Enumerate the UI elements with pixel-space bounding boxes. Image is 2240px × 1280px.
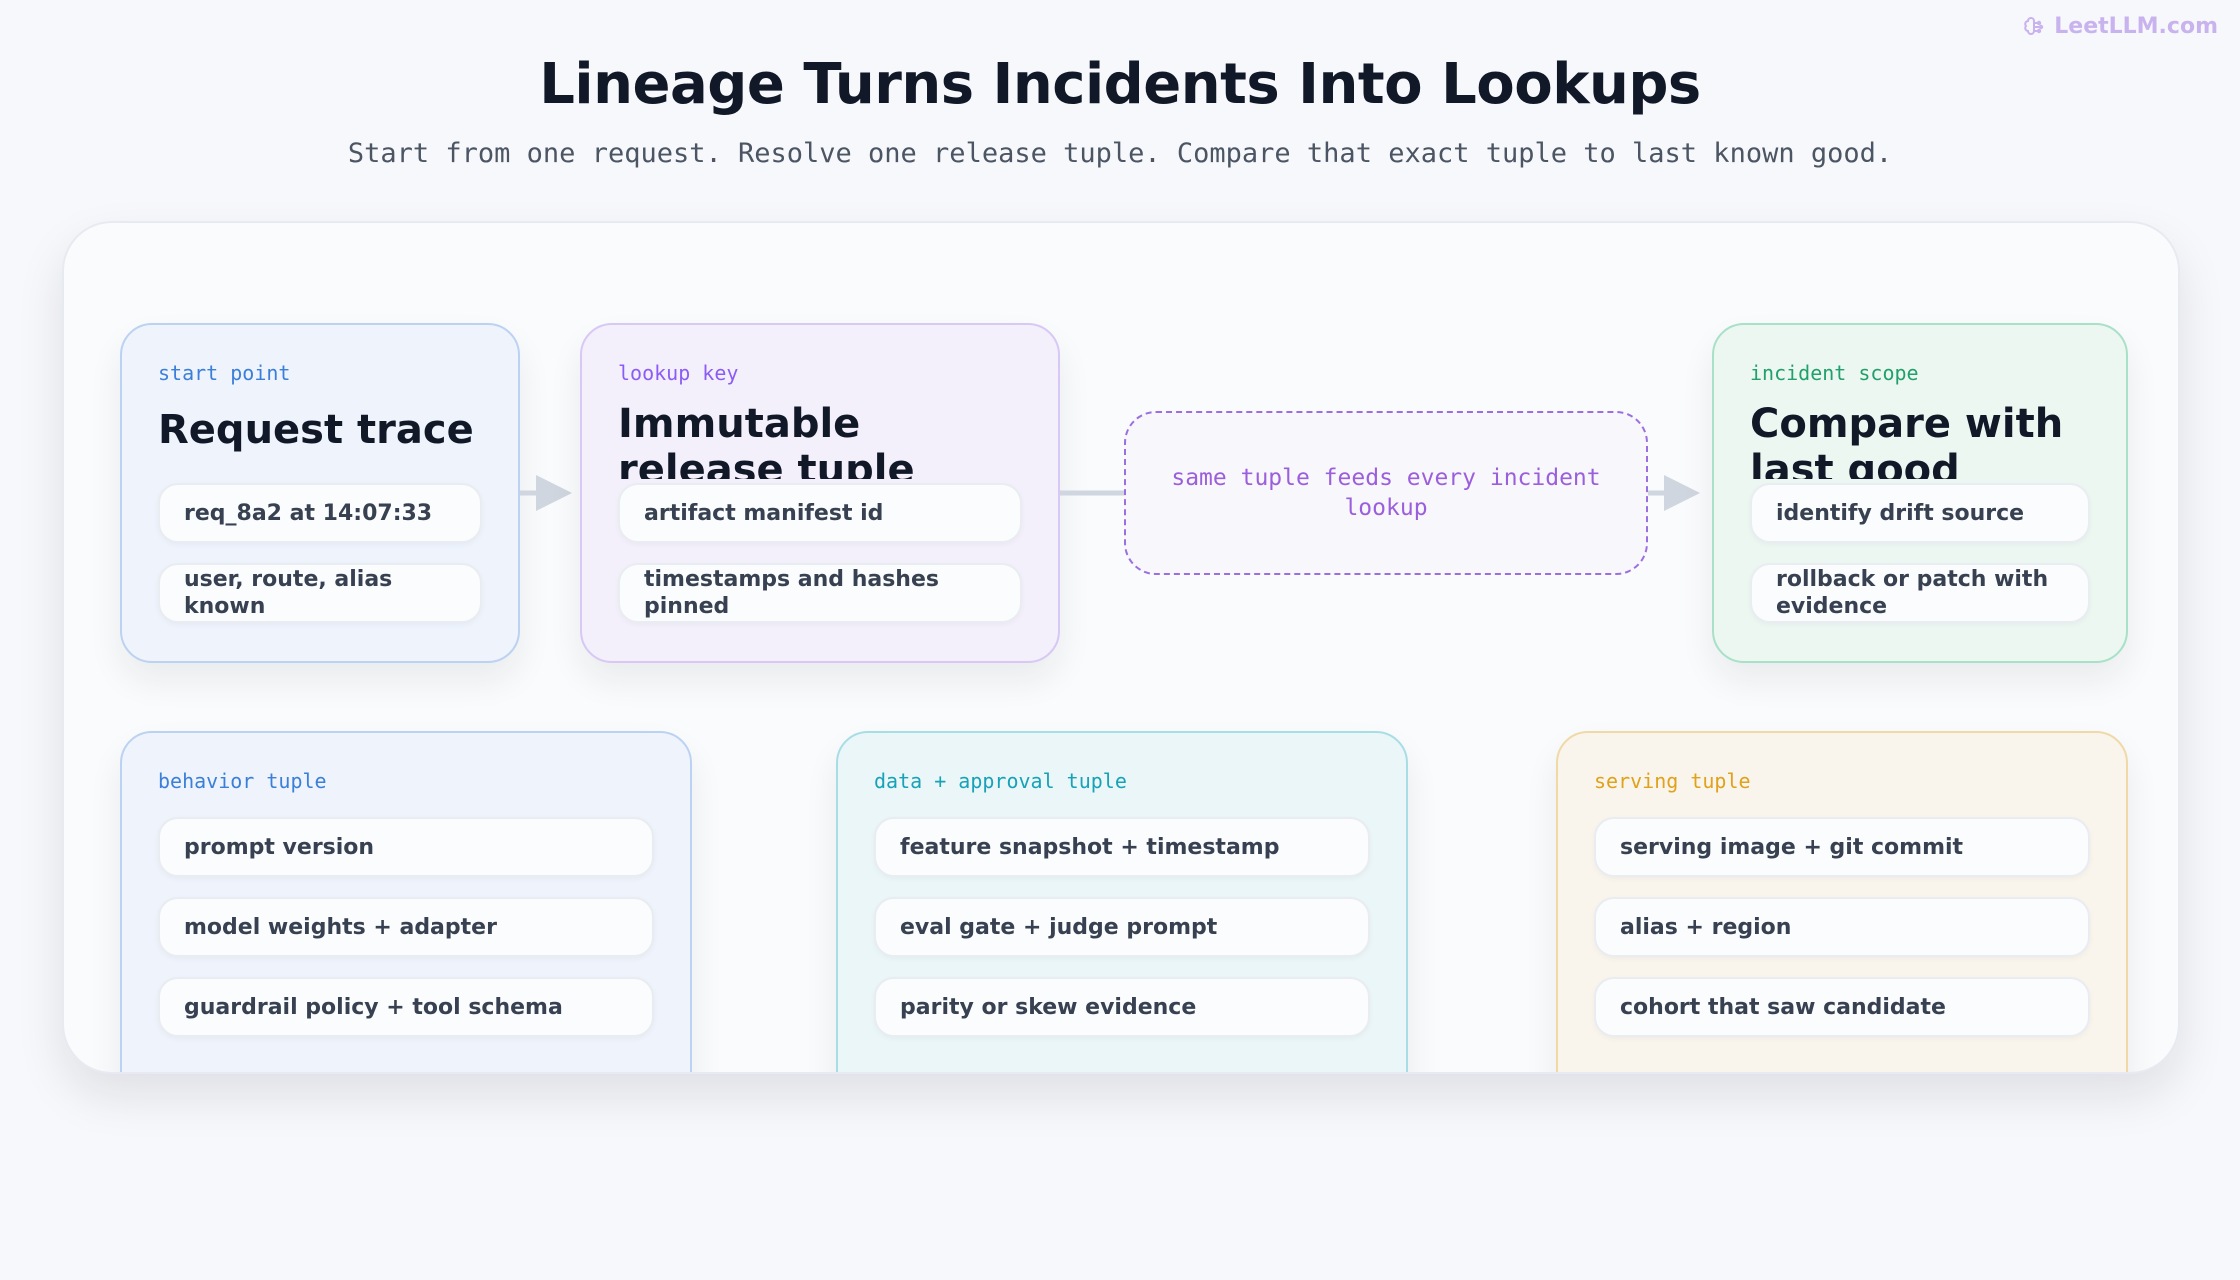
brain-icon <box>2024 16 2044 35</box>
card-title: Request trace <box>158 407 474 453</box>
list-item: guardrail policy + tool schema <box>158 977 654 1037</box>
list-item: identify drift source <box>1750 483 2090 543</box>
page-title: Lineage Turns Incidents Into Lookups <box>539 52 1701 117</box>
brand-name: LeetLLM.com <box>2054 14 2218 39</box>
card-title: Compare with last good <box>1750 401 2064 479</box>
list-item: user, route, alias known <box>158 563 482 623</box>
list-item: serving image + git commit <box>1594 817 2090 877</box>
release-tuple-card: lookup key Immutable release tuple artif… <box>580 323 1060 663</box>
card-title: Immutable release tuple <box>618 401 915 479</box>
list-item: timestamps and hashes pinned <box>618 563 1022 623</box>
card-tag: behavior tuple <box>158 769 327 793</box>
data-approval-tuple-card: data + approval tuple feature snapshot +… <box>836 731 1408 1072</box>
arrow-right-icon <box>520 475 572 511</box>
connector-line <box>1060 490 1124 496</box>
diagram-panel: start point Request trace req_8a2 at 14:… <box>62 221 2180 1074</box>
card-tag: data + approval tuple <box>874 769 1127 793</box>
list-item: feature snapshot + timestamp <box>874 817 1370 877</box>
list-item: prompt version <box>158 817 654 877</box>
list-item: artifact manifest id <box>618 483 1022 543</box>
brand-logo: LeetLLM.com <box>2022 14 2218 39</box>
list-item: model weights + adapter <box>158 897 654 957</box>
list-item: eval gate + judge prompt <box>874 897 1370 957</box>
behavior-tuple-card: behavior tuple prompt version model weig… <box>120 731 692 1072</box>
list-item: parity or skew evidence <box>874 977 1370 1037</box>
incident-scope-card: incident scope Compare with last good id… <box>1712 323 2128 663</box>
page-subtitle: Start from one request. Resolve one rele… <box>347 138 1893 169</box>
tuple-callout: same tuple feeds every incident lookup <box>1124 411 1648 575</box>
list-item: req_8a2 at 14:07:33 <box>158 483 482 543</box>
list-item: alias + region <box>1594 897 2090 957</box>
request-trace-card: start point Request trace req_8a2 at 14:… <box>120 323 520 663</box>
list-item: cohort that saw candidate <box>1594 977 2090 1037</box>
card-tag: incident scope <box>1750 361 1919 385</box>
card-tag: lookup key <box>618 361 739 385</box>
arrow-right-icon <box>1648 475 1700 511</box>
card-tag: serving tuple <box>1594 769 1751 793</box>
serving-tuple-card: serving tuple serving image + git commit… <box>1556 731 2128 1072</box>
list-item: rollback or patch with evidence <box>1750 563 2090 623</box>
card-tag: start point <box>158 361 291 385</box>
